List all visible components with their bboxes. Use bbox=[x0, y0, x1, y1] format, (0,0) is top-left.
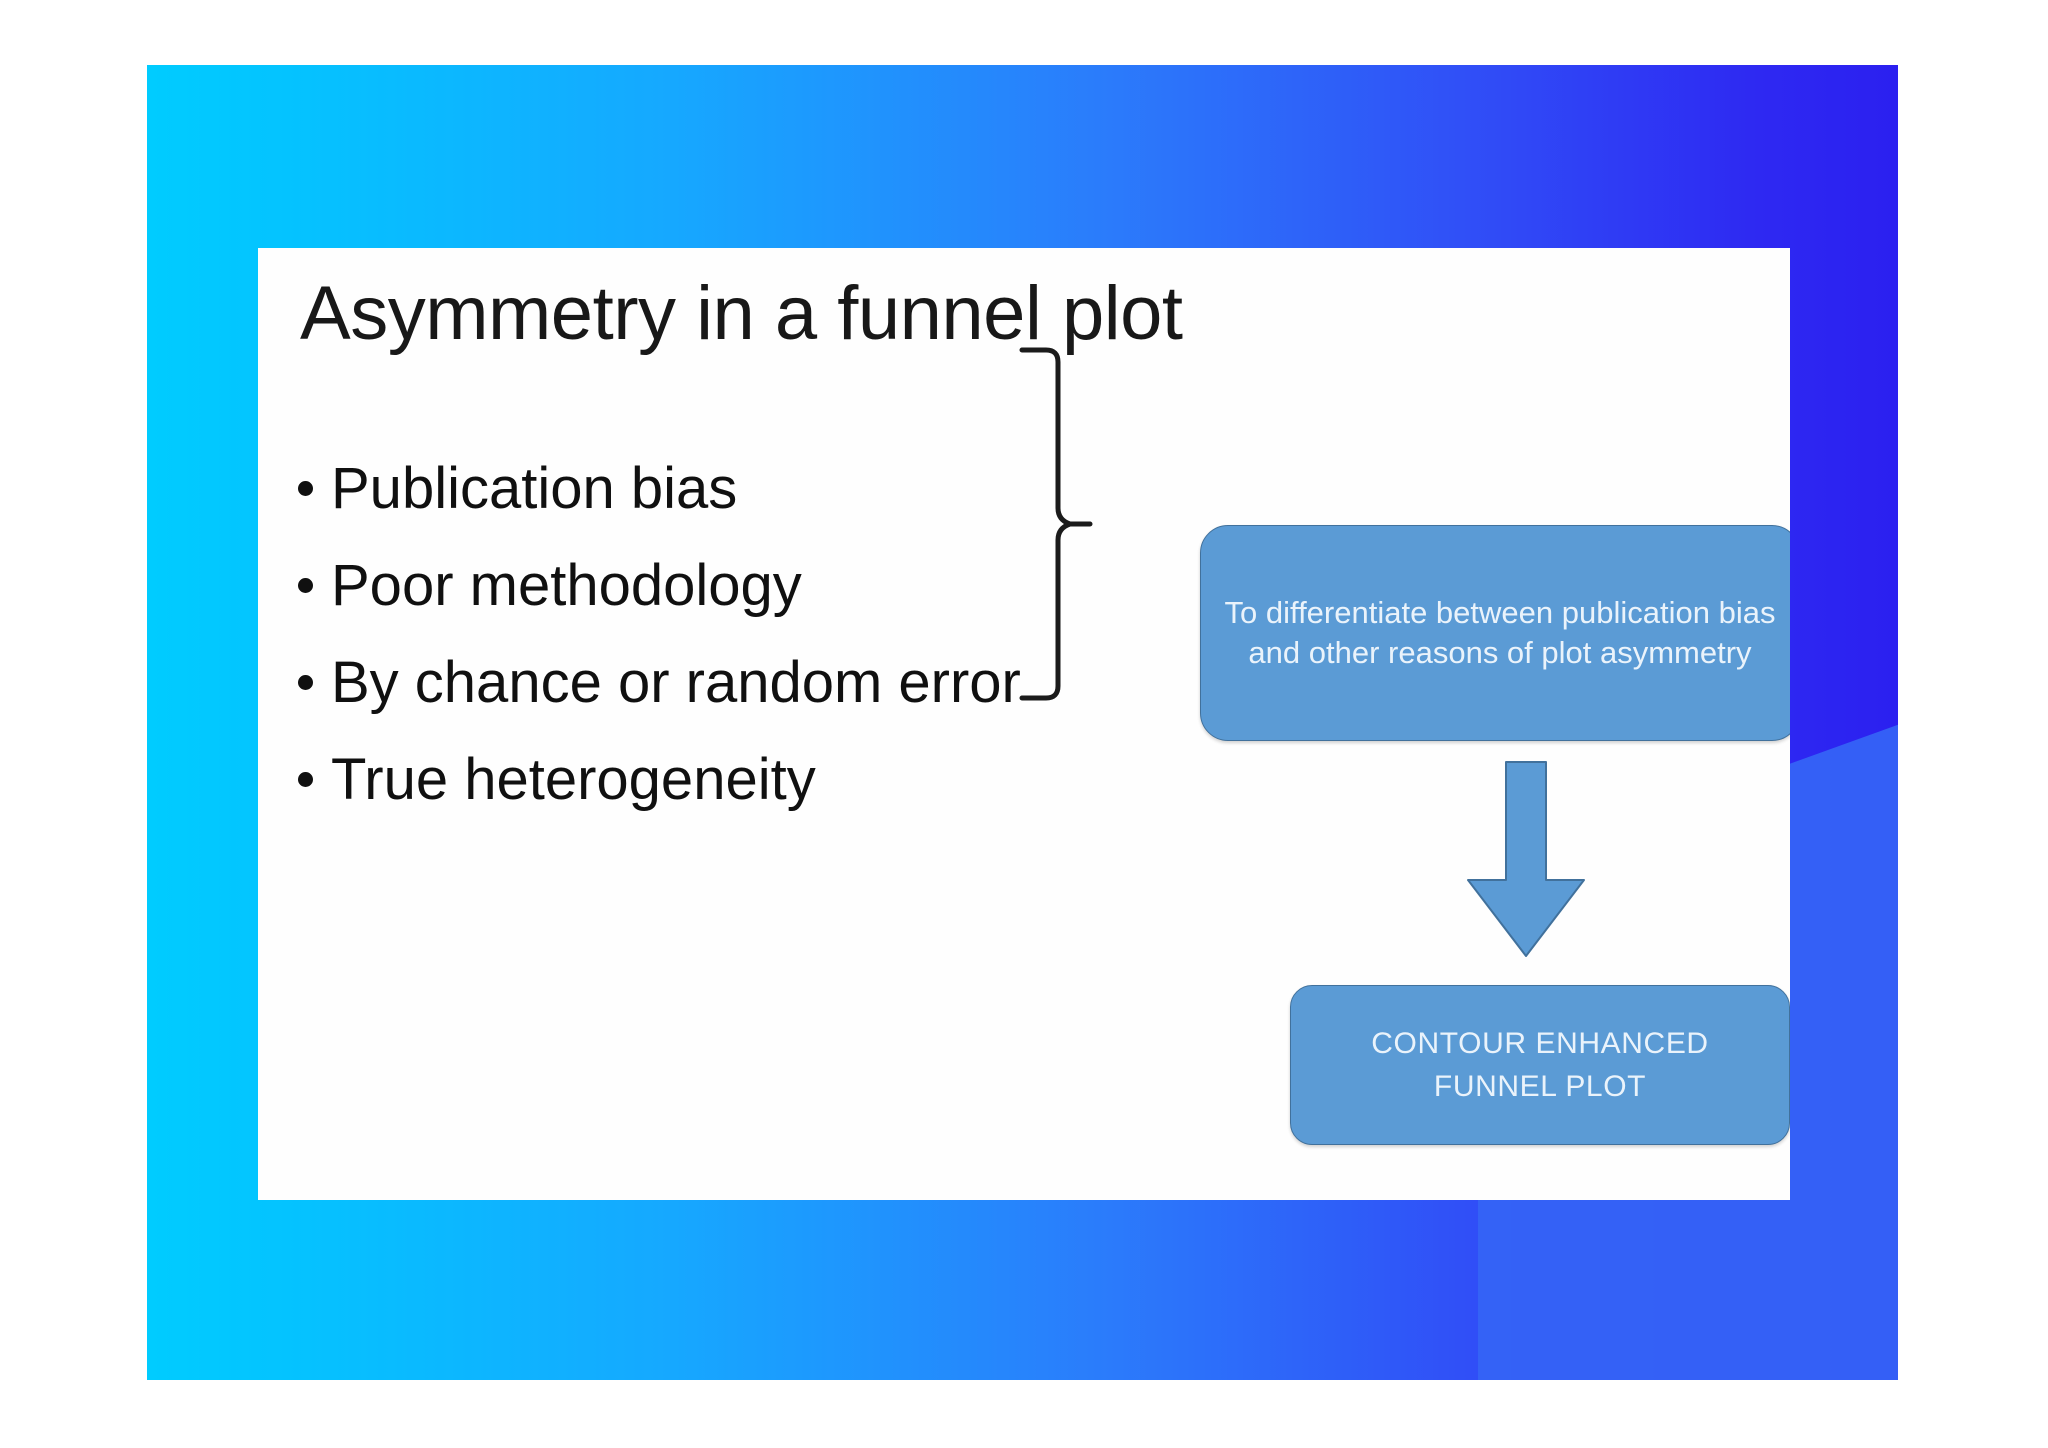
list-item: Poor methodology bbox=[298, 537, 1118, 634]
page-title: Asymmetry in a funnel plot bbox=[300, 271, 1183, 356]
list-item: Publication bias bbox=[298, 440, 1118, 537]
list-item-label: Poor methodology bbox=[331, 552, 802, 618]
callout-box: To differentiate between publication bia… bbox=[1200, 525, 1790, 741]
list-item-label: By chance or random error bbox=[331, 649, 1021, 715]
result-box-line-1: CONTOUR ENHANCED bbox=[1371, 1026, 1709, 1060]
bullet-dot-icon bbox=[298, 675, 313, 690]
list-item-label: Publication bias bbox=[331, 455, 738, 521]
list-item-label: True heterogeneity bbox=[331, 746, 816, 812]
bullet-dot-icon bbox=[298, 772, 313, 787]
callout-box-text: To differentiate between publication bia… bbox=[1224, 594, 1776, 670]
result-box-text: CONTOUR ENHANCED FUNNEL PLOT bbox=[1371, 1022, 1708, 1109]
bullet-list: Publication bias Poor methodology By cha… bbox=[298, 440, 1118, 828]
list-item: By chance or random error bbox=[298, 634, 1118, 731]
bullet-dot-icon bbox=[298, 481, 313, 496]
result-box: CONTOUR ENHANCED FUNNEL PLOT bbox=[1290, 985, 1790, 1145]
result-box-line-2: FUNNEL PLOT bbox=[1433, 1070, 1647, 1103]
right-curly-brace-icon bbox=[1018, 346, 1094, 702]
list-item: True heterogeneity bbox=[298, 731, 1118, 828]
bullet-dot-icon bbox=[298, 578, 313, 593]
presentation-slide: Asymmetry in a funnel plot Publication b… bbox=[258, 248, 1790, 1200]
down-arrow-icon bbox=[1462, 760, 1590, 960]
